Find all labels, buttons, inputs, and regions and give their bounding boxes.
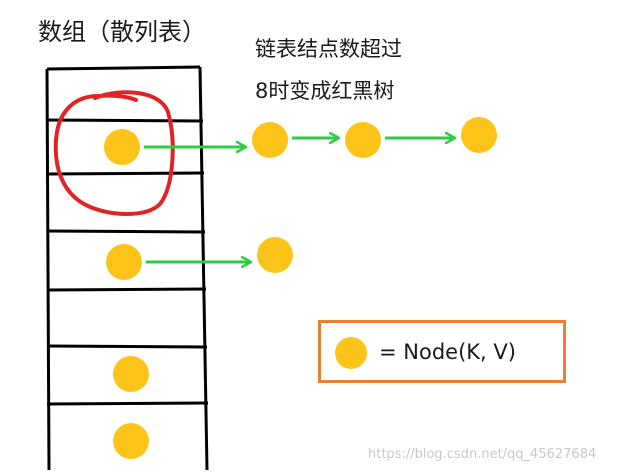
highlight-layer [53, 90, 175, 216]
chain-node [257, 237, 293, 273]
chain-node [461, 117, 497, 153]
array-title: 数组（散列表） [38, 18, 206, 46]
bucket-divider [46, 171, 205, 176]
arrow-layer [144, 138, 455, 262]
watermark-text: https://blog.csdn.net/qq_45627684 [368, 447, 597, 462]
bucket-node [106, 244, 142, 280]
array-left-border [45, 68, 51, 471]
bucket-node [113, 423, 149, 459]
bucket-node [113, 356, 149, 392]
bucket-divider [46, 118, 204, 123]
bucket-divider [46, 344, 208, 349]
chain-node [252, 122, 288, 158]
treeify-note-line1: 链表结点数超过 [255, 37, 402, 61]
bucket-node [104, 129, 140, 165]
highlight-scribble [53, 90, 175, 216]
bucket-divider [46, 229, 206, 234]
bucket-divider [46, 401, 209, 406]
chain-node [345, 122, 381, 158]
bucket-divider [46, 287, 207, 292]
legend-node-dot [335, 337, 367, 369]
treeify-note-line2: 8时变成红黑树 [255, 79, 395, 103]
legend-box: = Node(K, V) [318, 320, 566, 383]
array-right-border [198, 66, 209, 471]
legend-text: = Node(K, V) [379, 340, 516, 364]
array-grid [45, 65, 209, 471]
node-layer [104, 117, 497, 459]
array-top-border [46, 65, 201, 71]
